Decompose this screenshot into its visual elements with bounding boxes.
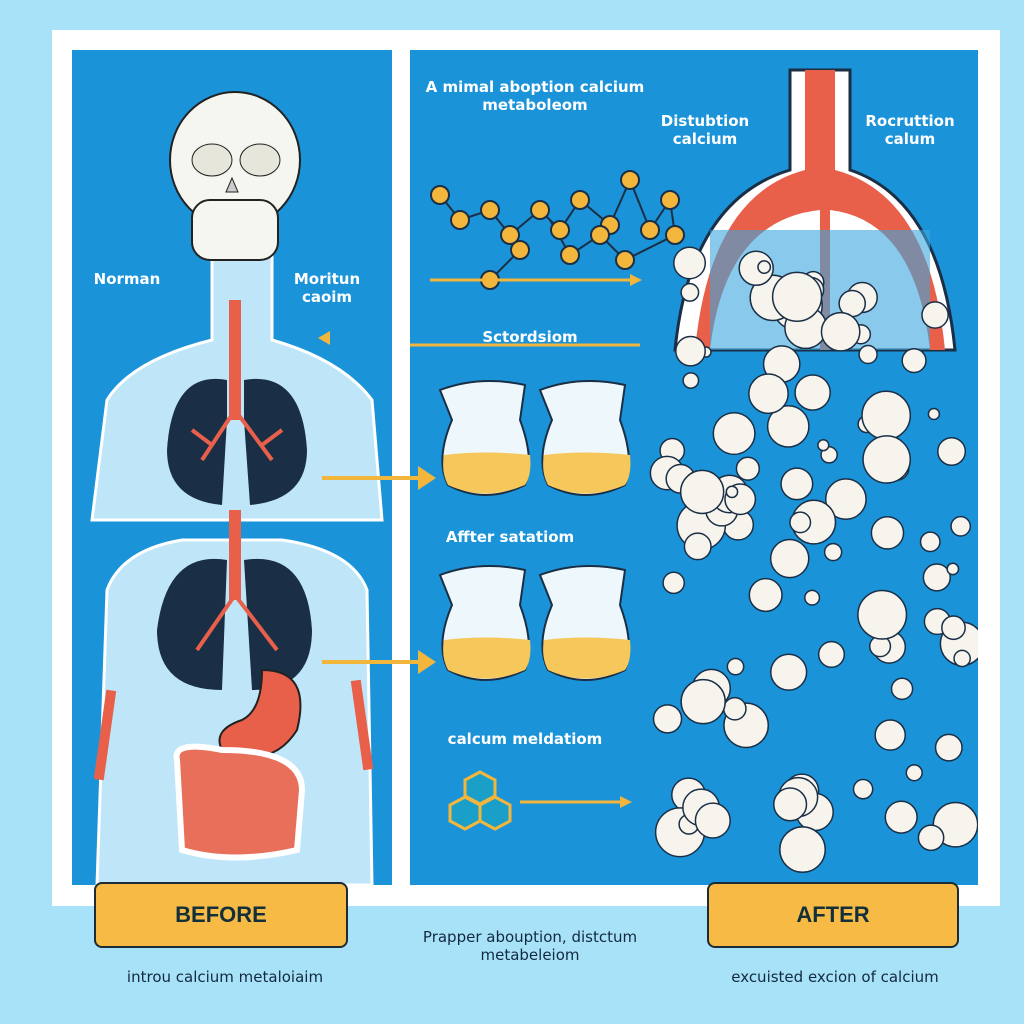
label-minimal-absorption: A mimal aboption calcium metaboleom bbox=[425, 78, 645, 114]
calcium-particle bbox=[953, 649, 971, 668]
body-illustration bbox=[90, 91, 384, 885]
calcium-particle bbox=[694, 802, 731, 839]
label-calcium-meldation: calcum meldatiom bbox=[447, 730, 603, 748]
calcium-particles bbox=[649, 246, 978, 874]
calcium-particle bbox=[773, 787, 808, 822]
calcium-particle bbox=[817, 439, 830, 452]
after-caption: excuisted excion of calcium bbox=[731, 968, 939, 986]
before-panel: Norman Moritun caoim bbox=[72, 50, 392, 885]
calcium-particle bbox=[934, 733, 963, 762]
molecule-chain-icon bbox=[430, 170, 685, 290]
calcium-particle bbox=[683, 532, 712, 561]
center-caption: Prapper abouption, distctum metabeleiom bbox=[422, 928, 638, 964]
after-button[interactable]: AFTER bbox=[707, 882, 959, 948]
left-lung bbox=[167, 378, 227, 505]
calcium-particle bbox=[738, 250, 774, 287]
calcium-particle bbox=[679, 469, 725, 515]
calcium-particle bbox=[780, 467, 814, 501]
calcium-particle bbox=[874, 719, 906, 751]
calcium-particle bbox=[941, 615, 966, 641]
calcium-particle bbox=[769, 538, 810, 579]
calcium-particle bbox=[917, 824, 945, 852]
calcium-particle bbox=[735, 456, 761, 481]
calcium-particle bbox=[794, 374, 831, 411]
calcium-particle bbox=[766, 404, 810, 448]
beaker-icon bbox=[438, 565, 531, 681]
calcium-particle bbox=[937, 436, 967, 466]
calcium-particle bbox=[680, 678, 726, 725]
label-moritun-caoim: Moritun caoim bbox=[293, 270, 361, 306]
label-recruitment-calcium: Rocruttion calum bbox=[865, 112, 955, 148]
calcium-particle bbox=[682, 372, 700, 389]
calcium-particle bbox=[675, 335, 706, 367]
calcium-particle bbox=[950, 515, 972, 537]
calcium-particle bbox=[919, 531, 941, 553]
label-after-satation: Affter satatiom bbox=[445, 528, 575, 546]
calcium-particle bbox=[870, 516, 905, 550]
calcium-particle bbox=[824, 478, 867, 521]
calcium-particle bbox=[769, 653, 808, 691]
calcium-particle bbox=[890, 677, 914, 701]
calcium-particle bbox=[852, 778, 874, 800]
beaker-icon bbox=[538, 380, 631, 496]
calcium-particle bbox=[725, 485, 739, 499]
beakers bbox=[438, 380, 631, 681]
right-lung bbox=[244, 378, 307, 505]
beaker-icon bbox=[438, 380, 531, 496]
hexagon-molecule-icon bbox=[448, 770, 512, 831]
calcium-particle bbox=[748, 373, 789, 415]
label-norman: Norman bbox=[93, 270, 161, 288]
calcium-particle bbox=[779, 826, 826, 874]
calcium-particle bbox=[823, 542, 843, 562]
calcium-particle bbox=[927, 407, 941, 421]
label-distribution-calcium: Distubtion calcium bbox=[660, 112, 750, 148]
before-button[interactable]: BEFORE bbox=[94, 882, 348, 948]
before-caption: introu calcium metaloiaim bbox=[126, 968, 324, 986]
calcium-particle bbox=[726, 657, 745, 676]
calcium-particle bbox=[652, 704, 683, 734]
calcium-particle bbox=[680, 282, 700, 302]
calcium-particle bbox=[757, 260, 772, 275]
calcium-particle bbox=[922, 563, 952, 592]
calcium-particle bbox=[862, 435, 912, 484]
skull-icon bbox=[169, 91, 301, 261]
calcium-particle bbox=[901, 347, 927, 374]
calcium-particle bbox=[748, 577, 783, 613]
calcium-particle bbox=[905, 764, 923, 782]
absorption-illustration bbox=[410, 68, 978, 874]
calcium-particle bbox=[921, 301, 949, 329]
trachea bbox=[229, 300, 241, 420]
calcium-particle bbox=[817, 640, 846, 669]
calcium-particle bbox=[861, 390, 912, 441]
calcium-particle bbox=[673, 246, 707, 280]
calcium-particle bbox=[858, 344, 878, 365]
calcium-particle bbox=[662, 571, 686, 595]
intestines bbox=[173, 743, 306, 861]
after-panel: A mimal aboption calcium metaboleom Dist… bbox=[410, 50, 978, 885]
calcium-particle bbox=[820, 311, 861, 352]
calcium-particle bbox=[722, 696, 747, 721]
calcium-particle bbox=[771, 271, 823, 322]
calcium-particle bbox=[884, 800, 918, 834]
calcium-particle bbox=[804, 589, 821, 606]
beaker-icon bbox=[538, 565, 631, 681]
label-sctordsiom: Sctordsiom bbox=[482, 328, 578, 346]
calcium-particle bbox=[946, 562, 960, 576]
calcium-particle bbox=[712, 411, 756, 456]
calcium-particle bbox=[789, 511, 812, 534]
calcium-particle bbox=[857, 589, 908, 640]
